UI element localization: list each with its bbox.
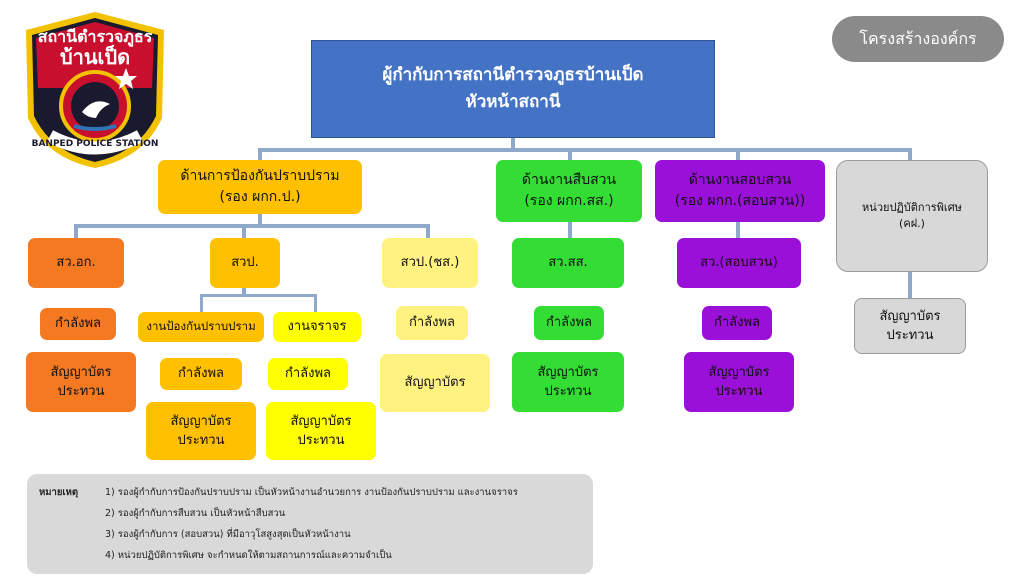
note-item: 3) รองผู้กำกับการ (สอบสวน) ที่มีอาวุโสสู… xyxy=(105,529,351,540)
connector-line xyxy=(908,148,912,162)
traffic-work-contract-line2: ประทวน xyxy=(297,433,345,448)
traffic-work-force-box: กำลังพล xyxy=(268,358,348,390)
special-unit-code: (คฝ.) xyxy=(899,217,925,230)
admin-unit-box: สว.อก. xyxy=(28,238,124,288)
logo-title-line2: บ้านเป็ด xyxy=(60,44,130,69)
prevention-work-box: งานป้องกันปราบปราม xyxy=(138,312,264,342)
inquiry-force-box: กำลังพล xyxy=(702,306,772,340)
special-contract-line1: สัญญาบัตร xyxy=(879,308,941,324)
inquiry-contract-line2: ประทวน xyxy=(715,384,763,399)
note-item: 1) รองผู้กำกับการป้องกันปราบปราม เป็นหัว… xyxy=(105,487,518,498)
ss-contract-box: สัญญาบัตร ประทวน xyxy=(512,352,624,412)
investigation-division-title: ด้านงานสืบสวน xyxy=(521,172,617,188)
investigation-division-box: ด้านงานสืบสวน (รอง ผกก.สส.) xyxy=(496,160,642,222)
connector-line xyxy=(568,148,572,162)
ss-contract-line1: สัญญาบัตร xyxy=(537,364,599,380)
admin-contract-line2: ประทวน xyxy=(57,384,105,399)
org-structure-tag[interactable]: โครงสร้างองค์กร xyxy=(832,16,1004,62)
notes-header: หมายเหตุ xyxy=(39,487,79,498)
connector-line xyxy=(314,294,317,312)
special-unit-box: หน่วยปฏิบัติการพิเศษ (คฝ.) xyxy=(836,160,988,272)
prevention-division-title: ด้านการป้องกันปราบปราม xyxy=(180,168,340,184)
inquiry-contract-line1: สัญญาบัตร xyxy=(708,364,770,380)
special-contract-box: สัญญาบัตร ประทวน xyxy=(854,298,966,354)
svp-special-unit-box: สวป.(ชส.) xyxy=(382,238,478,288)
connector-line xyxy=(568,220,572,238)
special-unit-title: หน่วยปฏิบัติการพิเศษ xyxy=(862,200,962,214)
ss-force-box: กำลังพล xyxy=(534,306,604,340)
connector-line xyxy=(511,136,515,150)
connector-line xyxy=(200,294,316,297)
traffic-work-box: งานจราจร xyxy=(273,312,361,342)
station-chief-title: ผู้กำกับการสถานีตำรวจภูธรบ้านเป็ด xyxy=(382,64,644,85)
prevention-work-force-box: กำลังพล xyxy=(160,358,242,390)
traffic-work-contract-line1: สัญญาบัตร xyxy=(290,413,352,429)
station-chief-role: หัวหน้าสถานี xyxy=(465,92,561,112)
notes-panel: หมายเหตุ 1) รองผู้กำกับการป้องกันปราบปรา… xyxy=(27,474,593,574)
prevention-division-box: ด้านการป้องกันปราบปราม (รอง ผกก.ป.) xyxy=(158,160,362,214)
connector-line xyxy=(242,286,246,296)
inquiry-division-deputy: (รอง ผกก.(สอบสวน)) xyxy=(674,193,806,209)
investigation-division-deputy: (รอง ผกก.สส.) xyxy=(524,193,614,209)
connector-line xyxy=(258,148,910,152)
inquiry-contract-box: สัญญาบัตร ประทวน xyxy=(684,352,794,412)
connector-line xyxy=(200,294,203,312)
inquiry-unit-box: สว.(สอบสวน) xyxy=(677,238,801,288)
connector-line xyxy=(426,224,430,238)
connector-line xyxy=(908,272,912,298)
connector-line xyxy=(258,148,262,162)
ss-unit-box: สว.สส. xyxy=(512,238,624,288)
admin-force-box: กำลังพล xyxy=(40,308,116,340)
special-contract-line2: ประทวน xyxy=(886,328,934,343)
logo-band-text: BANPED POLICE STATION xyxy=(32,139,159,149)
connector-line xyxy=(74,224,428,228)
svp-special-contract-box: สัญญาบัตร xyxy=(380,354,490,412)
police-station-logo: สถานีตำรวจภูธร บ้านเป็ด BANPED POLICE ST… xyxy=(26,12,164,168)
connector-line xyxy=(242,224,246,238)
admin-contract-box: สัญญาบัตร ประทวน xyxy=(26,352,136,412)
svp-unit-box: สวป. xyxy=(210,238,280,288)
inquiry-division-title: ด้านงานสอบสวน xyxy=(688,172,792,188)
prevention-work-contract-line1: สัญญาบัตร xyxy=(170,413,232,429)
inquiry-division-box: ด้านงานสอบสวน (รอง ผกก.(สอบสวน)) xyxy=(655,160,825,222)
logo-title-line1: สถานีตำรวจภูธร xyxy=(38,27,153,48)
prevention-work-contract-line2: ประทวน xyxy=(177,433,225,448)
connector-line xyxy=(736,148,740,162)
connector-line xyxy=(74,224,78,238)
ss-contract-line2: ประทวน xyxy=(544,384,592,399)
connector-line xyxy=(258,212,262,226)
note-item: 4) หน่วยปฏิบัติการพิเศษ จะกำหนดให้ตามสถา… xyxy=(105,550,392,561)
connector-line xyxy=(736,220,740,238)
prevention-division-deputy: (รอง ผกก.ป.) xyxy=(219,189,301,205)
traffic-work-contract-box: สัญญาบัตร ประทวน xyxy=(266,402,376,460)
prevention-work-contract-box: สัญญาบัตร ประทวน xyxy=(146,402,256,460)
note-item: 2) รองผู้กำกับการสืบสวน เป็นหัวหน้าสืบสว… xyxy=(105,508,286,519)
svp-special-force-box: กำลังพล xyxy=(396,306,468,340)
station-chief-box: ผู้กำกับการสถานีตำรวจภูธรบ้านเป็ด หัวหน้… xyxy=(311,40,715,138)
admin-contract-line1: สัญญาบัตร xyxy=(50,364,112,380)
